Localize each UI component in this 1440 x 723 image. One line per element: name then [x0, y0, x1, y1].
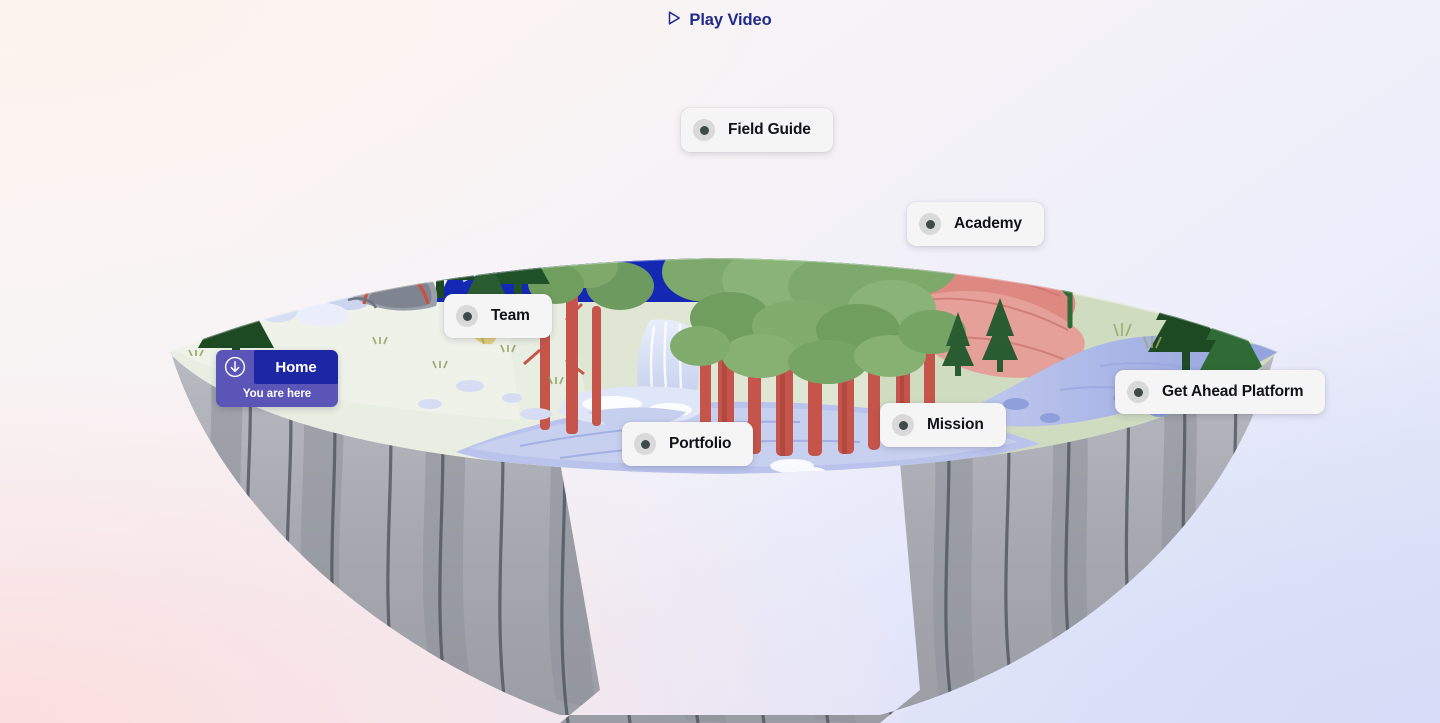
location-dot-icon — [1127, 381, 1149, 403]
hotspot-label: Academy — [954, 215, 1022, 232]
home-marker[interactable]: Home You are here — [216, 350, 338, 407]
location-dot-icon — [919, 213, 941, 235]
home-badge: Home — [254, 350, 338, 384]
island-surface — [168, 258, 1278, 474]
home-marker-row: Home — [216, 350, 338, 384]
play-video-button[interactable]: Play Video — [0, 11, 1440, 30]
hotspot-label: Field Guide — [728, 121, 811, 138]
play-triangle-icon — [668, 11, 681, 30]
hotspot-academy[interactable]: Academy — [907, 202, 1044, 246]
home-label: Home — [275, 358, 317, 376]
location-dot-icon — [634, 433, 656, 455]
hotspot-team[interactable]: Team — [444, 294, 552, 338]
sequoia-grove — [523, 258, 966, 456]
location-dot-icon — [693, 119, 715, 141]
hotspot-label: Portfolio — [669, 435, 732, 452]
hotspot-label: Get Ahead Platform — [1162, 383, 1304, 400]
hotspot-get-ahead-platform[interactable]: Get Ahead Platform — [1115, 370, 1326, 414]
location-dot-icon — [892, 414, 914, 436]
arrow-down-circle-icon — [223, 355, 247, 379]
hotspot-label: Mission — [927, 416, 984, 433]
home-sub-label: You are here — [242, 388, 312, 400]
hotspot-portfolio[interactable]: Portfolio — [622, 422, 754, 466]
play-video-label: Play Video — [689, 11, 772, 29]
hotspot-mission[interactable]: Mission — [880, 403, 1006, 447]
hotspot-label: Team — [491, 307, 530, 324]
hotspot-field-guide[interactable]: Field Guide — [681, 108, 833, 152]
location-dot-icon — [456, 305, 478, 327]
